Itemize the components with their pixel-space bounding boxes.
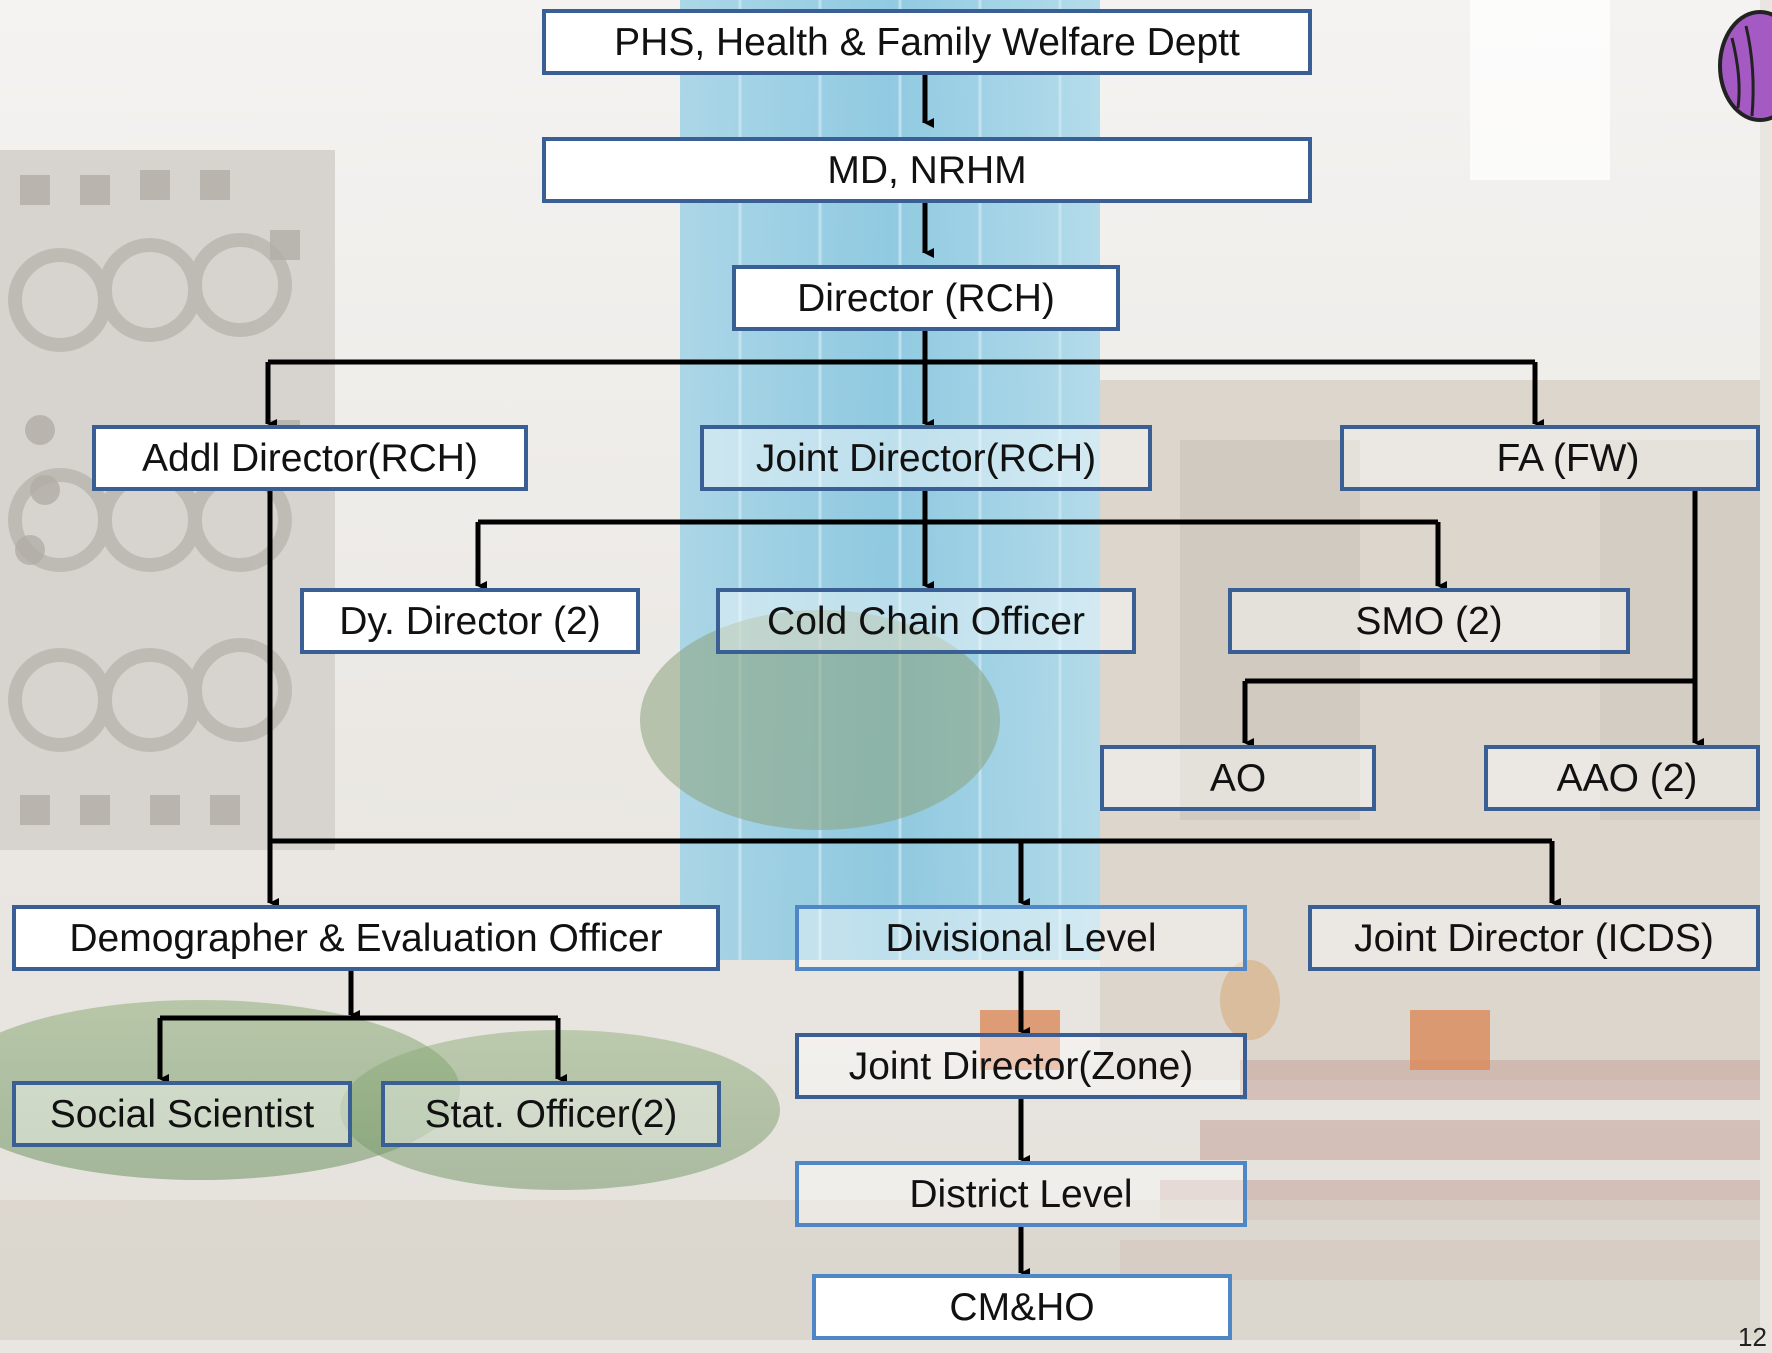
director-rch-box: Director (RCH) bbox=[732, 265, 1120, 331]
addl-director-rch-box: Addl Director(RCH) bbox=[92, 425, 528, 491]
slide-number: 12 bbox=[1738, 1322, 1767, 1352]
divisional-level-box: Divisional Level bbox=[795, 905, 1247, 971]
fa-fw-box: FA (FW) bbox=[1340, 425, 1760, 491]
smo-box: SMO (2) bbox=[1228, 588, 1630, 654]
phs-health-family-welfare-box: PHS, Health & Family Welfare Deptt bbox=[542, 9, 1312, 75]
cold-chain-officer-box: Cold Chain Officer bbox=[716, 588, 1136, 654]
ao-box: AO bbox=[1100, 745, 1376, 811]
dy-director-box: Dy. Director (2) bbox=[300, 588, 640, 654]
social-scientist-box: Social Scientist bbox=[12, 1081, 352, 1147]
stat-officer-box: Stat. Officer(2) bbox=[381, 1081, 721, 1147]
joint-director-zone-box: Joint Director(Zone) bbox=[795, 1033, 1247, 1099]
aao-box: AAO (2) bbox=[1484, 745, 1760, 811]
cmho-box: CM&HO bbox=[812, 1274, 1232, 1340]
joint-director-rch-box: Joint Director(RCH) bbox=[700, 425, 1152, 491]
md-nrhm-box: MD, NRHM bbox=[542, 137, 1312, 203]
demographer-evaluation-officer-box: Demographer & Evaluation Officer bbox=[12, 905, 720, 971]
purple-emblem-icon bbox=[1718, 10, 1772, 122]
joint-director-icds-box: Joint Director (ICDS) bbox=[1308, 905, 1760, 971]
district-level-box: District Level bbox=[795, 1161, 1247, 1227]
